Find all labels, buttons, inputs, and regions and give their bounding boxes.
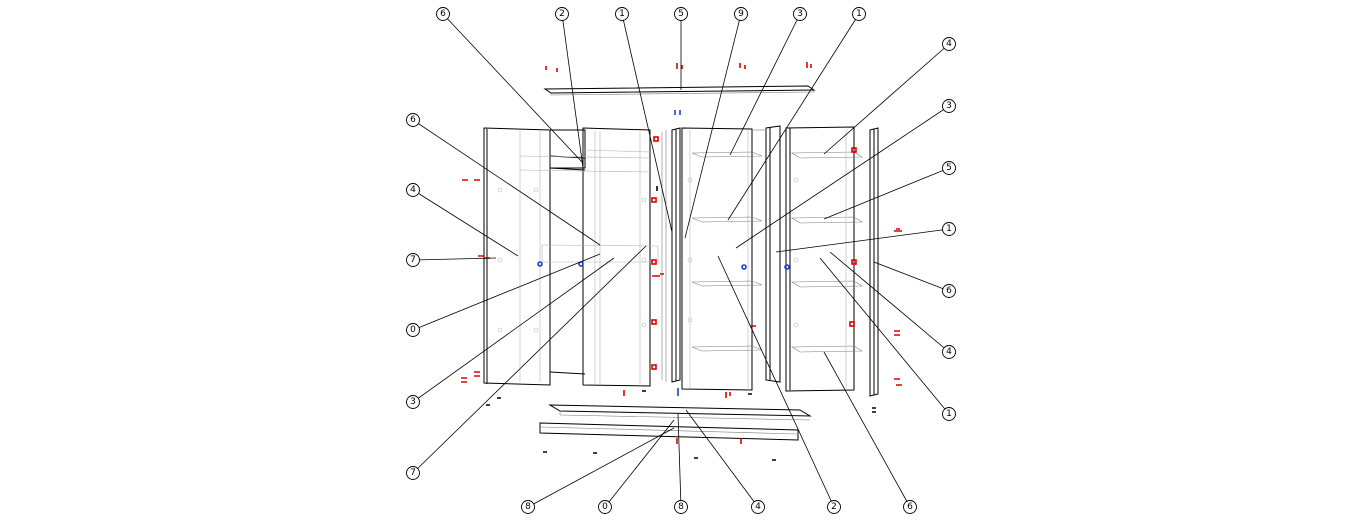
svg-text:3: 3 bbox=[410, 397, 416, 407]
callout-c21: 8 bbox=[521, 500, 535, 514]
callout-c26: 6 bbox=[903, 500, 917, 514]
callout-c13: 4 bbox=[942, 345, 956, 359]
callouts: 6 2 1 5 9 3 1 4 3 5 1 6 4 1 6 4 7 0 3 7 … bbox=[406, 7, 956, 514]
callout-c10: 5 bbox=[942, 161, 956, 175]
svg-text:5: 5 bbox=[678, 9, 684, 19]
callout-c19: 3 bbox=[406, 395, 420, 409]
svg-text:3: 3 bbox=[797, 9, 803, 19]
svg-text:6: 6 bbox=[946, 286, 952, 296]
callout-c12: 6 bbox=[942, 284, 956, 298]
svg-text:5: 5 bbox=[946, 163, 952, 173]
callout-c5: 9 bbox=[734, 7, 748, 21]
svg-text:4: 4 bbox=[946, 39, 952, 49]
svg-text:4: 4 bbox=[410, 185, 416, 195]
svg-text:3: 3 bbox=[946, 101, 952, 111]
callout-c14: 1 bbox=[942, 407, 956, 421]
callout-c22: 0 bbox=[598, 500, 612, 514]
callout-c2: 2 bbox=[555, 7, 569, 21]
divider-panel-2 bbox=[681, 127, 763, 391]
callout-c25: 2 bbox=[827, 500, 841, 514]
svg-text:7: 7 bbox=[410, 255, 416, 265]
callout-c9: 3 bbox=[942, 99, 956, 113]
callout-c1: 6 bbox=[436, 7, 450, 21]
svg-text:8: 8 bbox=[525, 502, 531, 512]
callout-c7: 1 bbox=[852, 7, 866, 21]
top-panel bbox=[543, 85, 816, 96]
callout-c4: 5 bbox=[674, 7, 688, 21]
callout-c17: 7 bbox=[406, 253, 420, 267]
side-panel-middle bbox=[752, 125, 781, 383]
svg-text:2: 2 bbox=[831, 502, 837, 512]
door-frame-upright bbox=[661, 127, 681, 383]
callout-c20: 7 bbox=[406, 466, 420, 480]
hardware-black bbox=[486, 186, 876, 461]
svg-text:4: 4 bbox=[755, 502, 761, 512]
svg-text:9: 9 bbox=[738, 9, 744, 19]
callout-c24: 4 bbox=[751, 500, 765, 514]
callout-c23: 8 bbox=[674, 500, 688, 514]
callout-c11: 1 bbox=[942, 222, 956, 236]
callout-c6: 3 bbox=[793, 7, 807, 21]
svg-text:0: 0 bbox=[602, 502, 608, 512]
callout-c8: 4 bbox=[942, 37, 956, 51]
plinth-rails bbox=[539, 404, 812, 441]
svg-text:2: 2 bbox=[559, 9, 565, 19]
callout-c3: 1 bbox=[615, 7, 629, 21]
divider-panel-1 bbox=[519, 127, 659, 387]
svg-text:6: 6 bbox=[410, 115, 416, 125]
back-panel bbox=[549, 129, 586, 375]
svg-text:6: 6 bbox=[440, 9, 446, 19]
side-panel-right bbox=[785, 126, 864, 392]
callout-c18: 0 bbox=[406, 323, 420, 337]
svg-text:1: 1 bbox=[946, 409, 952, 419]
side-panel-left bbox=[483, 127, 551, 386]
svg-text:0: 0 bbox=[410, 325, 416, 335]
svg-text:1: 1 bbox=[946, 224, 952, 234]
svg-text:1: 1 bbox=[856, 9, 862, 19]
svg-text:4: 4 bbox=[946, 347, 952, 357]
leader-lines bbox=[412, 13, 950, 508]
svg-text:1: 1 bbox=[619, 9, 625, 19]
svg-text:8: 8 bbox=[678, 502, 684, 512]
callout-c16: 4 bbox=[406, 183, 420, 197]
hardware-blue bbox=[537, 110, 790, 396]
callout-c15: 6 bbox=[406, 113, 420, 127]
svg-text:7: 7 bbox=[410, 468, 416, 478]
svg-text:6: 6 bbox=[907, 502, 913, 512]
